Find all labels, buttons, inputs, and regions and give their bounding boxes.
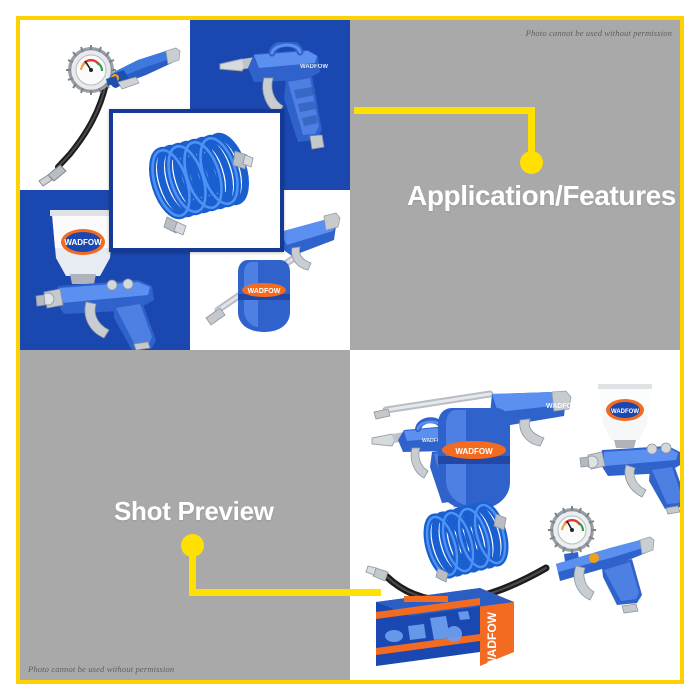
group-tire-inflator-gauge	[365, 506, 655, 614]
connector-application-dot	[520, 151, 543, 174]
showcase-canvas: WADFOW WADFOW	[20, 20, 680, 680]
quadrant-feature-photo-grid: WADFOW WADFOW	[20, 20, 350, 350]
gravity-spray-gun-illustration: WADFOW	[28, 202, 188, 350]
watermark-bottom-left: Photo cannot be used without permission	[28, 664, 175, 674]
quadrant-shot-preview: Photo cannot be used without permission	[20, 350, 350, 680]
svg-text:WADFOW: WADFOW	[611, 409, 639, 415]
watermark-top-right: Photo cannot be used without permission	[525, 28, 672, 38]
connector-application-horizontal	[354, 107, 535, 114]
air-blow-gun-illustration: WADFOW	[216, 42, 346, 162]
svg-text:WADFOW: WADFOW	[300, 64, 328, 70]
svg-text:WADFOW: WADFOW	[64, 238, 102, 247]
svg-text:WADFOW: WADFOW	[248, 288, 281, 295]
callout-label-shot-preview: Shot Preview	[114, 496, 274, 526]
spray-washing-gun-illustration: WADFOW	[196, 198, 350, 348]
svg-text:WADFOW: WADFOW	[455, 447, 493, 456]
group-spray-washing-gun: WADFOW WADFOW	[373, 390, 579, 510]
group-gravity-spray-gun: WADFOW	[579, 384, 680, 515]
group-recoil-air-hose	[423, 501, 509, 583]
group-retail-box: WADFOW	[376, 588, 514, 668]
connector-shot-preview-vertical	[189, 545, 196, 596]
svg-text:WADFOW: WADFOW	[546, 403, 579, 410]
connector-application-vertical	[528, 107, 535, 162]
inset-recoil-air-hose-card	[109, 109, 284, 252]
tire-inflator-illustration	[28, 32, 188, 192]
svg-text:WADFOW: WADFOW	[485, 611, 499, 668]
callout-label-application-features: Application/Features	[407, 180, 676, 211]
quadrant-application-features: Photo cannot be used without permission	[350, 20, 680, 350]
product-group-illustration: WADFOW WADF	[350, 350, 680, 680]
svg-text:WADFOW: WADFOW	[422, 438, 446, 444]
connector-shot-preview-horizontal	[189, 589, 381, 596]
quadrant-product-group-shot: WADFOW WADF	[350, 350, 680, 680]
recoil-air-hose-illustration	[127, 121, 269, 243]
outer-yellow-frame: WADFOW WADFOW	[16, 16, 684, 684]
